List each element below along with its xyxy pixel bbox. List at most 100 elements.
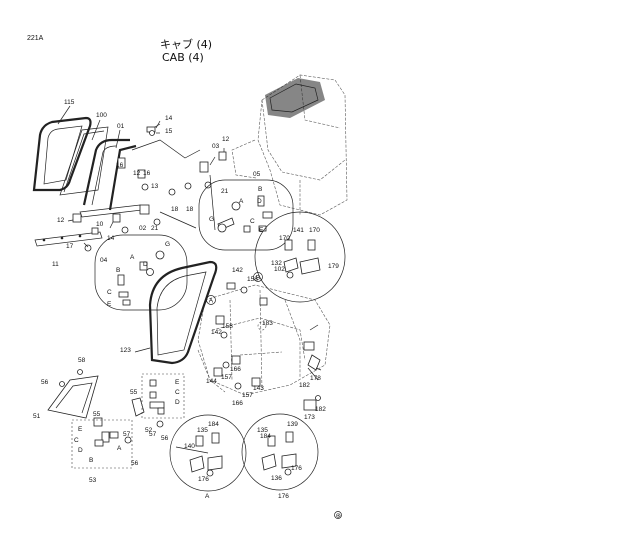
part-number-label: 14 xyxy=(107,235,115,242)
part-number-label: 14 xyxy=(165,115,173,122)
callout-a-letter: A xyxy=(209,298,214,305)
part-number-label: G xyxy=(165,241,170,248)
part-number-label: 183 xyxy=(262,320,273,327)
part-number-label: 123 xyxy=(120,347,131,354)
part-number-label: C xyxy=(74,437,79,444)
sliding-window-glass xyxy=(47,369,185,469)
part-number-label: 12 xyxy=(57,217,65,224)
part-number-label: 135 xyxy=(257,427,268,434)
part-number-label: E xyxy=(107,301,112,308)
part-number-label: 18 xyxy=(171,206,179,213)
part-number-label: A xyxy=(239,198,244,205)
part-number-label: 01 xyxy=(117,123,125,130)
part-number-label: 158 xyxy=(222,323,233,330)
part-number-label: 55 xyxy=(130,389,138,396)
part-number-label: A xyxy=(130,254,135,261)
part-number-label: 17 xyxy=(66,243,74,250)
part-number-label: C xyxy=(250,218,255,225)
part-number-label: 03 xyxy=(212,143,220,150)
title-japanese: キャブ (4) xyxy=(160,37,212,51)
part-number-label: 132 xyxy=(271,260,282,267)
part-number-label: 170 xyxy=(279,235,290,242)
callout-a: A xyxy=(206,295,216,305)
part-number-label: 05 xyxy=(253,171,261,178)
part-number-label: B xyxy=(89,457,93,464)
part-number-label: 176 xyxy=(291,465,302,472)
window-frame-assembly xyxy=(32,116,227,252)
part-number-label: 100 xyxy=(96,112,107,119)
part-number-label: 12 xyxy=(222,136,230,143)
detail-circle-right xyxy=(254,211,346,303)
part-number-label: 21 xyxy=(151,225,159,232)
part-number-label: 18 xyxy=(186,206,194,213)
part-number-label: 176 xyxy=(198,476,209,483)
part-number-label: D xyxy=(257,198,262,205)
detail-box-05 xyxy=(198,179,294,251)
detail-circle-a xyxy=(169,414,247,492)
part-number-label: 142 xyxy=(211,329,222,336)
part-number-label: 170 xyxy=(309,227,320,234)
door-seal xyxy=(148,260,218,365)
part-number-label: 144 xyxy=(206,378,217,385)
part-number-label: 13 xyxy=(151,183,159,190)
part-number-label: 56 xyxy=(161,435,169,442)
footer-mark: ⊛ xyxy=(336,513,342,520)
part-number-label: 12 xyxy=(133,170,141,177)
part-number-label: 58 xyxy=(78,357,86,364)
part-number-label: 21 xyxy=(221,188,229,195)
part-number-label: C xyxy=(107,289,112,296)
part-number-label: E xyxy=(259,227,264,234)
part-number-label: E xyxy=(175,379,180,386)
cab-overview-drawing xyxy=(231,74,348,216)
part-number-label: 176 xyxy=(278,493,289,500)
part-number-label: B xyxy=(116,267,120,274)
part-number-label: 157 xyxy=(221,374,232,381)
part-number-label: 184 xyxy=(208,421,219,428)
part-number-label: D xyxy=(175,399,180,406)
part-number-label: 53 xyxy=(89,477,97,484)
part-number-label: 11 xyxy=(52,261,59,268)
page-code: 221A xyxy=(27,35,44,42)
part-number-label: 136 xyxy=(271,475,282,482)
part-number-label: 51 xyxy=(33,413,41,420)
callout-b: B xyxy=(253,272,263,282)
part-number-label: 158 xyxy=(247,276,258,283)
part-number-label: 178 xyxy=(310,375,321,382)
part-number-label: 184 xyxy=(260,433,271,440)
part-number-label: 02 xyxy=(139,225,147,232)
part-number-label: 166 xyxy=(230,366,241,373)
part-number-label: 115 xyxy=(64,99,75,106)
part-number-label: 182 xyxy=(299,382,310,389)
title-english: CAB (4) xyxy=(162,51,204,64)
part-number-label: 141 xyxy=(293,227,304,234)
part-number-label: 179 xyxy=(328,263,339,270)
part-number-label: 16 xyxy=(116,162,124,169)
part-number-label: 135 xyxy=(197,427,208,434)
cab-body-drawing xyxy=(197,284,331,396)
part-number-label: 56 xyxy=(41,379,49,386)
part-number-label: 157 xyxy=(242,392,253,399)
part-number-label: 143 xyxy=(253,385,264,392)
part-number-label: 139 xyxy=(287,421,298,428)
part-number-label: 57 xyxy=(123,431,131,438)
cab-fittings xyxy=(213,282,321,411)
part-number-label: E xyxy=(78,426,83,433)
part-number-label: 16 xyxy=(143,170,151,177)
part-number-label: 55 xyxy=(93,411,101,418)
part-number-label: 142 xyxy=(232,267,243,274)
detail-box-04 xyxy=(94,234,188,311)
part-number-label: 102 xyxy=(274,266,285,273)
part-number-label: A xyxy=(205,493,210,500)
leader-lines xyxy=(57,105,322,454)
part-number-label: A xyxy=(117,445,122,452)
part-number-label: D xyxy=(78,447,83,454)
part-number-label: 173 xyxy=(304,414,315,421)
part-number-label: G xyxy=(209,216,214,223)
part-number-label: 04 xyxy=(100,257,108,264)
part-number-label: 140 xyxy=(184,443,195,450)
part-number-label: 166 xyxy=(232,400,243,407)
part-number-label: B xyxy=(258,186,262,193)
